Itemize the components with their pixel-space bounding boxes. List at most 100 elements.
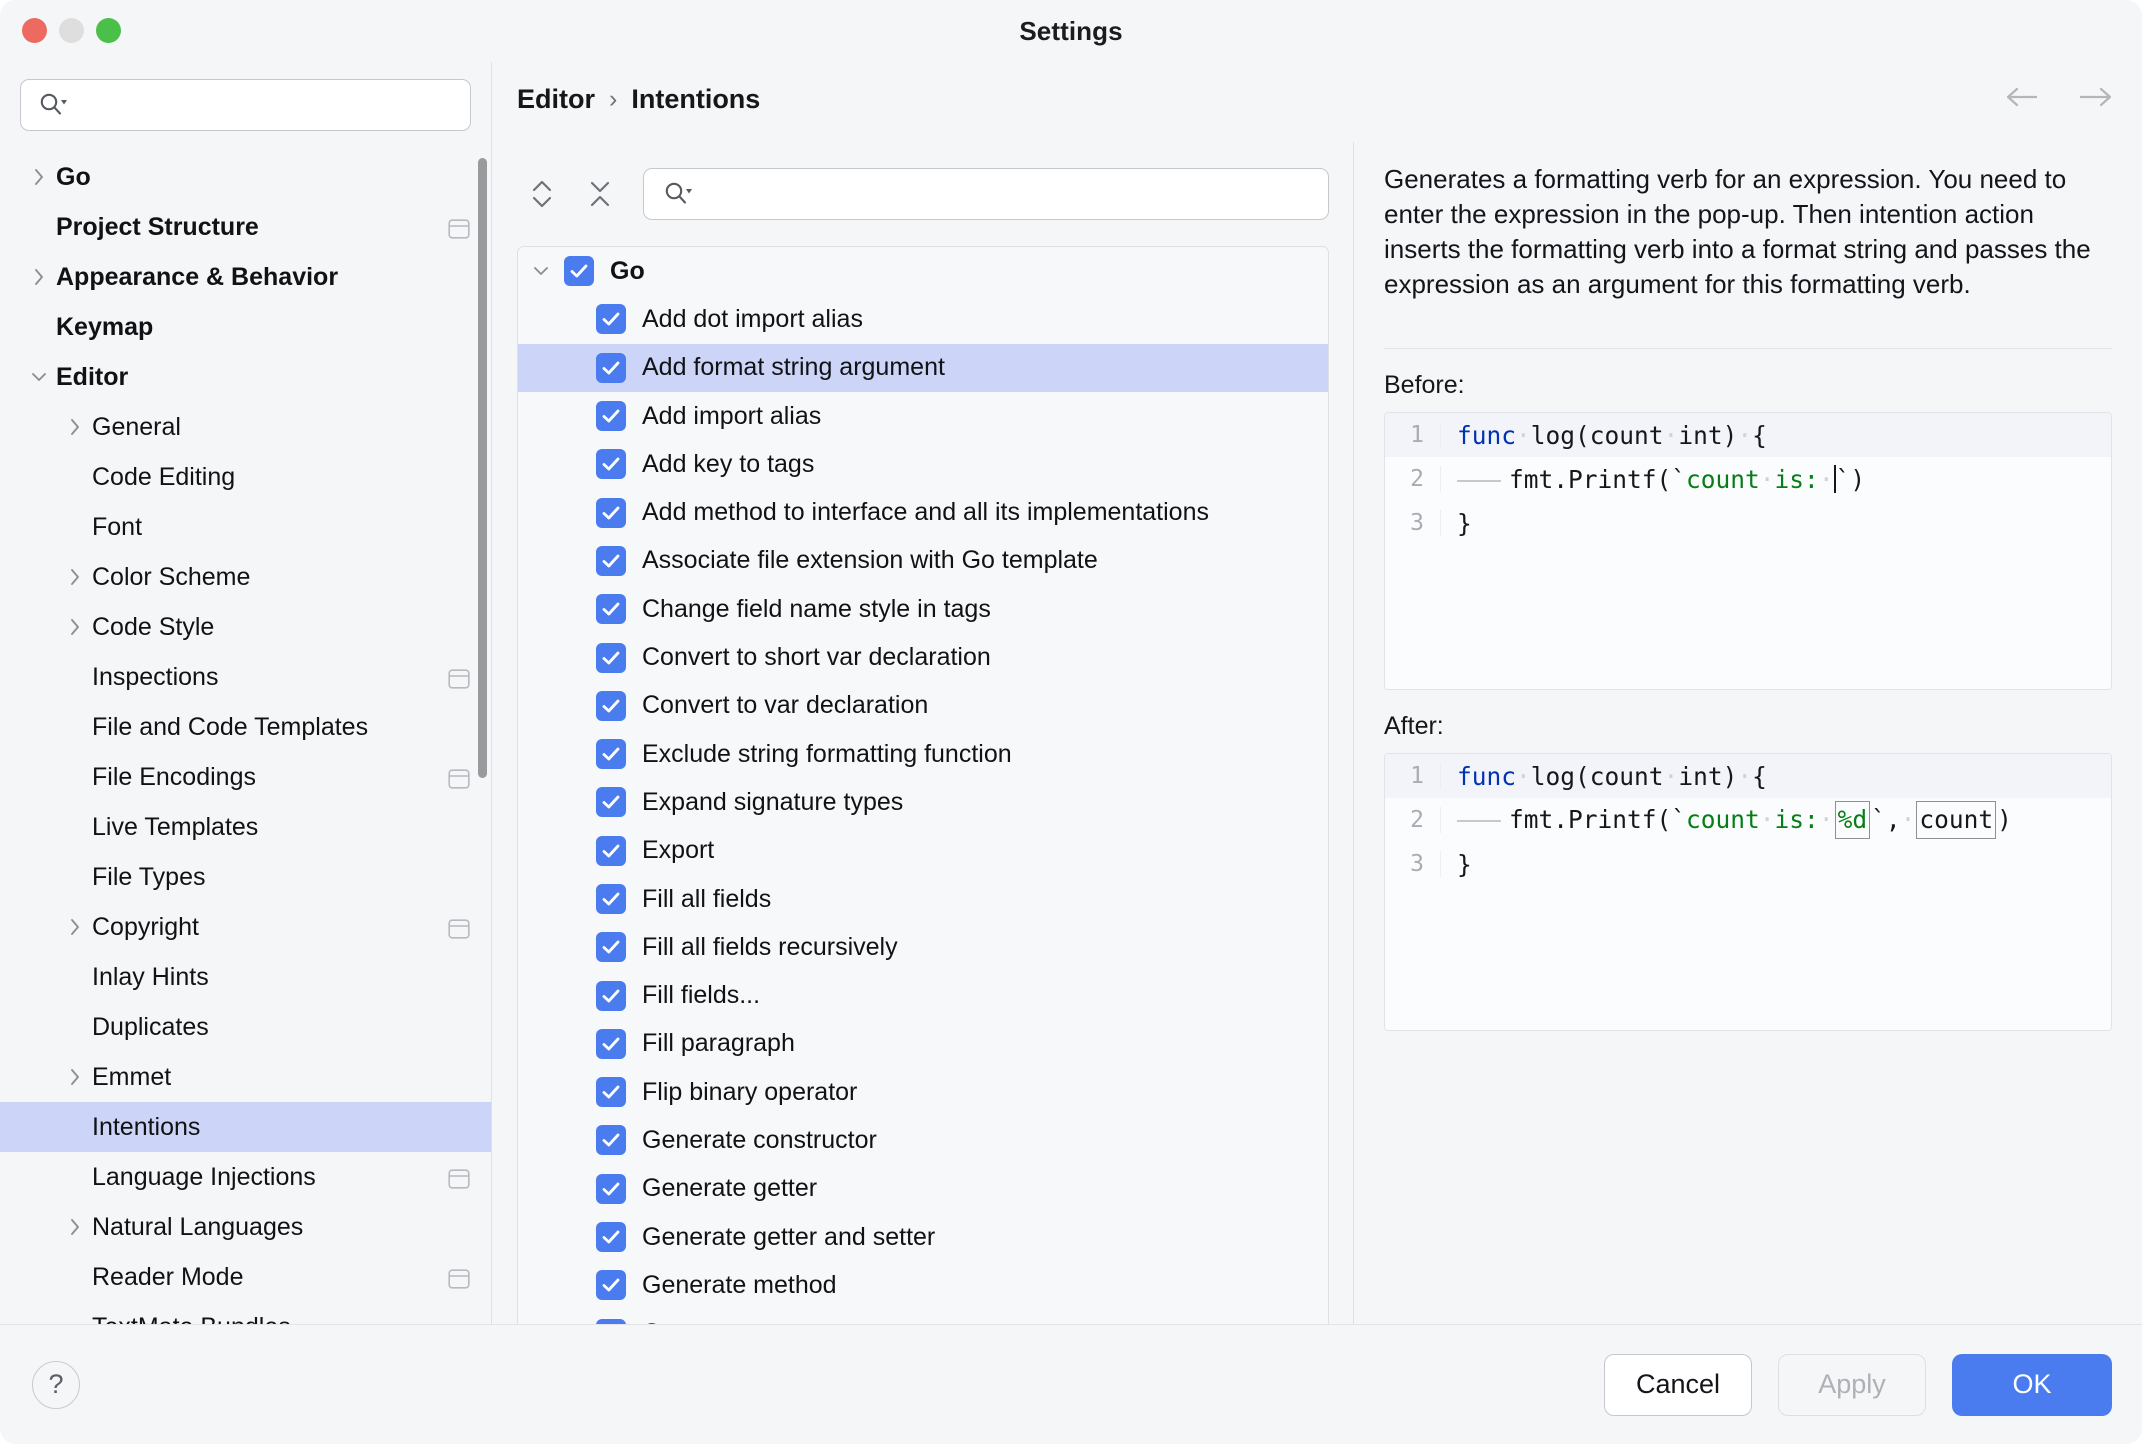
chevron-right-icon[interactable] (22, 166, 56, 188)
checkbox-checked-icon[interactable] (596, 1318, 626, 1324)
checkbox-checked-icon[interactable] (596, 594, 626, 625)
chevron-right-icon[interactable] (58, 1066, 92, 1088)
sidebar-item-editor[interactable]: Editor (0, 352, 491, 402)
sidebar-item-go[interactable]: Go (0, 152, 491, 202)
checkbox-checked-icon[interactable] (596, 739, 626, 770)
chevron-right-icon[interactable] (58, 916, 92, 938)
expand-all-icon[interactable] (517, 169, 567, 219)
checkbox-checked-icon[interactable] (596, 787, 626, 818)
sidebar-item-file-encodings[interactable]: File Encodings (0, 752, 491, 802)
checkbox-checked-icon[interactable] (596, 1028, 626, 1059)
intention-row[interactable]: Add method to interface and all its impl… (518, 488, 1328, 536)
intention-row[interactable]: Generate setter (518, 1310, 1328, 1324)
help-button[interactable]: ? (32, 1360, 80, 1409)
sidebar-item-font[interactable]: Font (0, 502, 491, 552)
sidebar-item-file-types[interactable]: File Types (0, 852, 491, 902)
checkbox-checked-icon[interactable] (596, 304, 626, 335)
intention-row[interactable]: Add key to tags (518, 440, 1328, 488)
sidebar-scrollbar[interactable] (478, 158, 487, 778)
intention-row[interactable]: Change field name style in tags (518, 585, 1328, 633)
intention-row[interactable]: Exclude string formatting function (518, 730, 1328, 778)
sidebar-item-textmate-bundles[interactable]: TextMate Bundles (0, 1302, 491, 1325)
sidebar-item-code-editing[interactable]: Code Editing (0, 452, 491, 502)
sidebar-item-keymap[interactable]: Keymap (0, 302, 491, 352)
intention-row[interactable]: Convert to var declaration (518, 682, 1328, 730)
intention-row[interactable]: Generate getter and setter (518, 1213, 1328, 1261)
intention-row[interactable]: Add dot import alias (518, 295, 1328, 343)
intention-row[interactable]: Add format string argument (518, 343, 1328, 392)
sidebar-item-inspections[interactable]: Inspections (0, 652, 491, 702)
sidebar-item-reader-mode[interactable]: Reader Mode (0, 1252, 491, 1302)
intention-row[interactable]: Associate file extension with Go templat… (518, 537, 1328, 585)
chevron-right-icon[interactable] (58, 1216, 92, 1238)
intention-row[interactable]: Export (518, 827, 1328, 875)
checkbox-checked-icon[interactable] (596, 352, 626, 383)
checkbox-checked-icon[interactable] (596, 884, 626, 914)
sidebar-item-file-and-code-templates[interactable]: File and Code Templates (0, 702, 491, 752)
sidebar-item-appearance-behavior[interactable]: Appearance & Behavior (0, 252, 491, 302)
intention-row[interactable]: Generate constructor (518, 1116, 1328, 1164)
intentions-group-row[interactable]: Go (518, 247, 1328, 295)
apply-button[interactable]: Apply (1778, 1353, 1926, 1416)
sidebar-item-inlay-hints[interactable]: Inlay Hints (0, 952, 491, 1002)
sidebar-item-general[interactable]: General (0, 402, 491, 452)
sidebar-item-project-structure[interactable]: Project Structure (0, 202, 491, 252)
checkbox-checked-icon[interactable] (596, 545, 626, 576)
intention-row[interactable]: Fill paragraph (518, 1020, 1328, 1068)
checkbox-checked-icon[interactable] (596, 642, 626, 673)
intention-row[interactable]: Fill fields... (518, 971, 1328, 1019)
sidebar-item-emmet[interactable]: Emmet (0, 1052, 491, 1102)
intention-row[interactable]: Flip binary operator (518, 1068, 1328, 1116)
chevron-down-icon[interactable] (518, 260, 564, 282)
sidebar-item-duplicates[interactable]: Duplicates (0, 1002, 491, 1052)
checkbox-checked-icon[interactable] (596, 932, 626, 963)
sidebar-search-input[interactable] (20, 79, 471, 131)
arrow-right-icon[interactable] (2076, 84, 2114, 115)
ok-button[interactable]: OK (1952, 1353, 2112, 1416)
intention-row[interactable]: Generate method (518, 1261, 1328, 1309)
checkbox-checked-icon[interactable] (596, 1077, 626, 1108)
checkbox-checked-icon[interactable] (596, 835, 626, 866)
code-token: · (1818, 805, 1834, 835)
sidebar-item-code-style[interactable]: Code Style (0, 602, 491, 652)
sidebar-item-copyright[interactable]: Copyright (0, 902, 491, 952)
sidebar-item-live-templates[interactable]: Live Templates (0, 802, 491, 852)
checkbox-checked-icon[interactable] (596, 497, 626, 528)
chevron-right-icon[interactable] (22, 266, 56, 288)
breadcrumb-parent[interactable]: Editor (517, 84, 595, 114)
collapse-all-icon[interactable] (575, 169, 625, 219)
intention-row[interactable]: Add import alias (518, 392, 1328, 440)
chevron-right-icon[interactable] (58, 416, 92, 438)
checkbox-checked-icon[interactable] (596, 401, 626, 432)
intention-row[interactable]: Fill all fields recursively (518, 923, 1328, 971)
chevron-down-icon[interactable] (22, 366, 56, 388)
zoom-window-button[interactable] (96, 18, 121, 43)
checkbox-checked-icon[interactable] (596, 1270, 626, 1301)
close-window-button[interactable] (22, 18, 47, 43)
intention-row[interactable]: Fill all fields (518, 875, 1328, 923)
checkbox-checked-icon[interactable] (596, 690, 626, 721)
settings-main-pane: Editor › Intentions (493, 62, 2142, 1324)
intention-row[interactable]: Convert to short var declaration (518, 633, 1328, 681)
arrow-left-icon[interactable] (2004, 84, 2042, 115)
cancel-button[interactable]: Cancel (1604, 1353, 1752, 1416)
checkbox-checked-icon[interactable] (596, 980, 626, 1011)
sidebar-item-color-scheme[interactable]: Color Scheme (0, 552, 491, 602)
chevron-right-icon[interactable] (58, 566, 92, 588)
sidebar-item-natural-languages[interactable]: Natural Languages (0, 1202, 491, 1252)
checkbox-checked-icon[interactable] (596, 1125, 626, 1156)
sidebar-item-intentions[interactable]: Intentions (0, 1102, 491, 1152)
intention-row[interactable]: Expand signature types (518, 778, 1328, 826)
minimize-window-button[interactable] (59, 18, 84, 43)
checkbox-checked-icon[interactable] (596, 1222, 626, 1253)
sidebar-item-language-injections[interactable]: Language Injections (0, 1152, 491, 1202)
chevron-right-icon[interactable] (58, 616, 92, 638)
intentions-search-input[interactable] (643, 168, 1329, 220)
checkbox-checked-icon[interactable] (564, 256, 594, 287)
intention-row[interactable]: Generate getter (518, 1165, 1328, 1213)
checkbox-checked-icon[interactable] (596, 449, 626, 480)
checkbox-checked-icon[interactable] (596, 1173, 626, 1204)
